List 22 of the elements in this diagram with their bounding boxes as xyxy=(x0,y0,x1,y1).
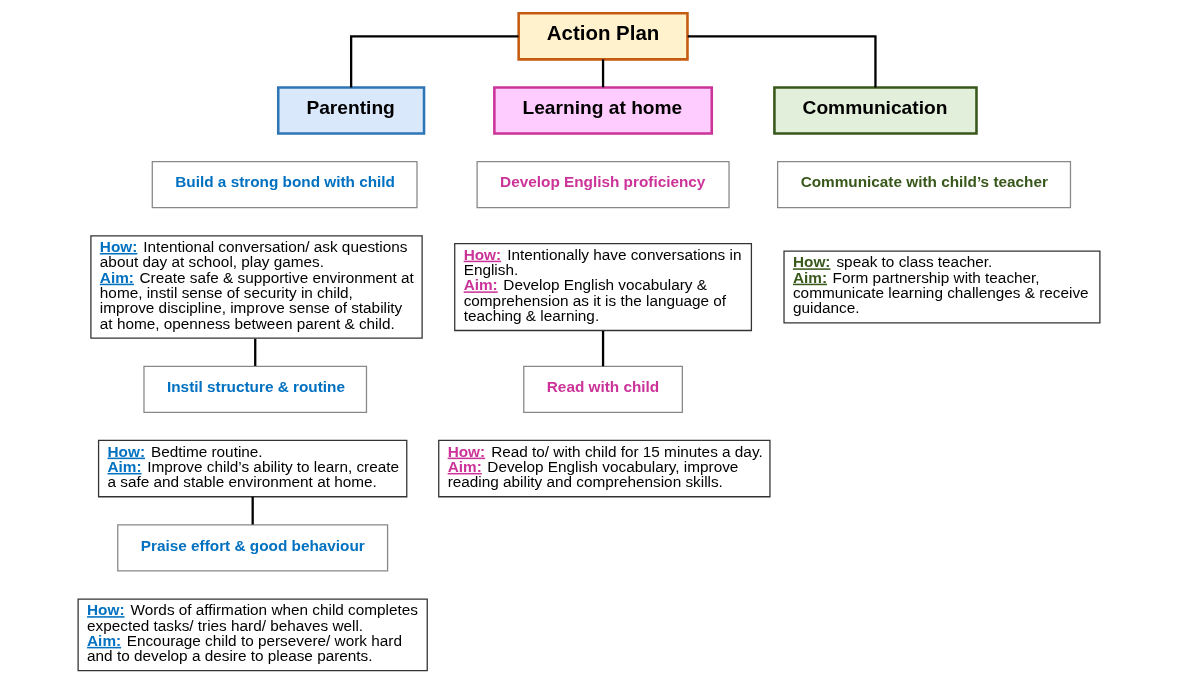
node-box: How: Words of affirmation when child completes expected tasks/ tries hard/ behaves well. Aim: Encourage child to persevere/ work hard and to develop a desire to please parents. xyxy=(77,598,428,672)
connector xyxy=(349,35,518,88)
node-box: Communicate with child’s teacher xyxy=(776,161,1071,209)
node-box: Learning at home xyxy=(492,86,713,135)
connector xyxy=(601,331,604,367)
node-box: Read with child xyxy=(522,365,683,413)
connector xyxy=(251,496,254,525)
node-box: Build a strong bond with child xyxy=(151,161,418,209)
node-box: Communication xyxy=(772,86,978,135)
connector xyxy=(687,35,877,88)
node-box: How: speak to class teacher. Aim: Form partnership with teacher, communicate learning challenges & receive guidance. xyxy=(782,250,1101,324)
node-box: How: Bedtime routine. Aim: Improve child’s ability to learn, create a safe and stable environment at home. xyxy=(97,439,407,498)
connector xyxy=(601,59,604,88)
node-box: How: Intentional conversation/ ask questions about day at school, play games. Aim: Create safe & supportive environment at home, instil sense of security in child, improve discipline, improve sense of stability at home, openness between parent & child. xyxy=(89,235,423,339)
node-box: Action Plan xyxy=(516,12,689,61)
connector xyxy=(253,338,256,366)
node-box: How: Intentionally have conversations in English. Aim: Develop English vocabulary & comprehension as it is the language of teaching & learning. xyxy=(453,242,752,332)
node-box: How: Read to/ with child for 15 minutes a day. Aim: Develop English vocabulary, improve reading ability and comprehension skills. xyxy=(437,439,771,498)
node-box: Parenting xyxy=(276,86,425,135)
node-box: Praise effort & good behaviour xyxy=(116,524,388,572)
node-box: Instil structure & routine xyxy=(142,365,367,413)
node-box: Develop English proficiency xyxy=(475,161,730,209)
